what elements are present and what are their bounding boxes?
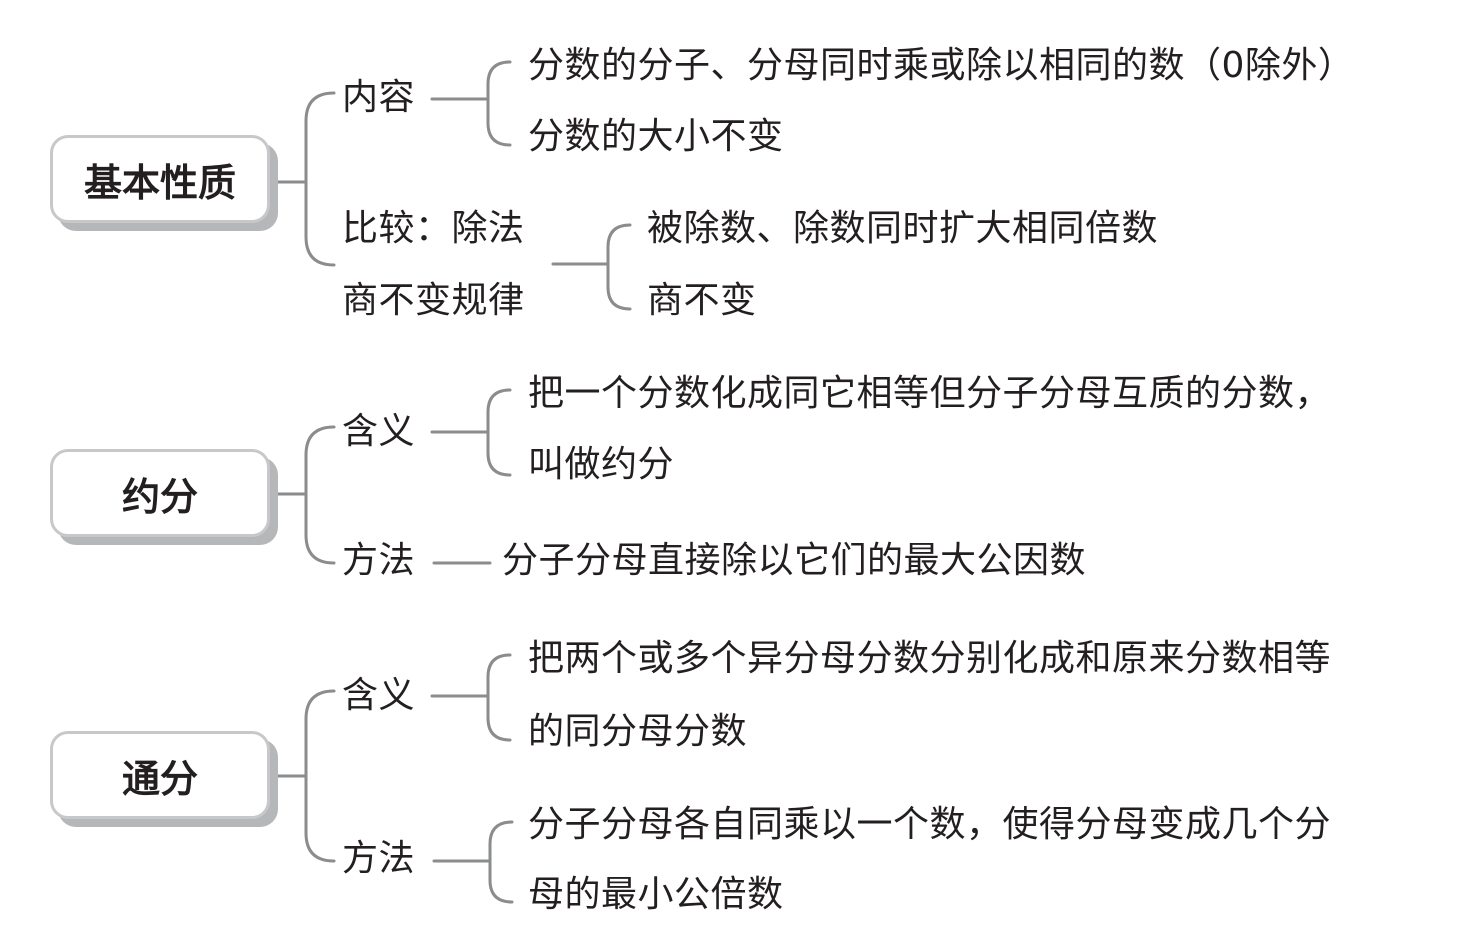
connector-common-main bbox=[268, 689, 336, 863]
reduce-meaning-label: 含义 bbox=[342, 411, 416, 452]
connector-basic-content bbox=[430, 60, 512, 147]
reduce-meaning-line2: 叫做约分 bbox=[528, 444, 675, 485]
basic-compare-label1: 比较：除法 bbox=[342, 208, 525, 249]
common-meaning-label: 含义 bbox=[342, 675, 416, 716]
common-meaning-line2: 的同分母分数 bbox=[528, 711, 748, 752]
node-common-denominator: 通分 bbox=[50, 731, 270, 819]
common-method-line2: 母的最小公倍数 bbox=[528, 874, 784, 915]
node-basic-property-label: 基本性质 bbox=[83, 160, 236, 205]
basic-content-label: 内容 bbox=[342, 77, 416, 118]
common-method-line1: 分子分母各自同乘以一个数，使得分母变成几个分 bbox=[528, 804, 1332, 845]
node-reduce: 约分 bbox=[50, 449, 270, 537]
node-basic-property: 基本性质 bbox=[50, 135, 270, 223]
connector-basic-compare bbox=[551, 223, 632, 311]
basic-content-line2: 分数的大小不变 bbox=[528, 116, 784, 157]
common-meaning-line1: 把两个或多个异分母分数分别化成和原来分数相等 bbox=[528, 638, 1332, 679]
basic-compare-line2: 商不变 bbox=[647, 280, 757, 321]
connector-reduce-main bbox=[268, 425, 336, 565]
basic-compare-line1: 被除数、除数同时扩大相同倍数 bbox=[647, 208, 1159, 249]
connector-basic-main bbox=[268, 91, 336, 267]
node-common-denominator-label: 通分 bbox=[121, 756, 198, 801]
node-reduce-label: 约分 bbox=[121, 474, 198, 519]
reduce-meaning-line1: 把一个分数化成同它相等但分子分母互质的分数， bbox=[528, 373, 1332, 414]
reduce-method-text: 分子分母直接除以它们的最大公因数 bbox=[502, 540, 1087, 581]
common-method-label: 方法 bbox=[342, 838, 416, 879]
connector-common-meaning bbox=[430, 653, 512, 742]
connector-common-method bbox=[432, 820, 514, 904]
basic-content-line1: 分数的分子、分母同时乘或除以相同的数（0除外） bbox=[528, 45, 1355, 86]
basic-compare-label2: 商不变规律 bbox=[342, 280, 525, 321]
connector-reduce-meaning bbox=[430, 388, 512, 477]
reduce-method-label: 方法 bbox=[342, 540, 416, 581]
